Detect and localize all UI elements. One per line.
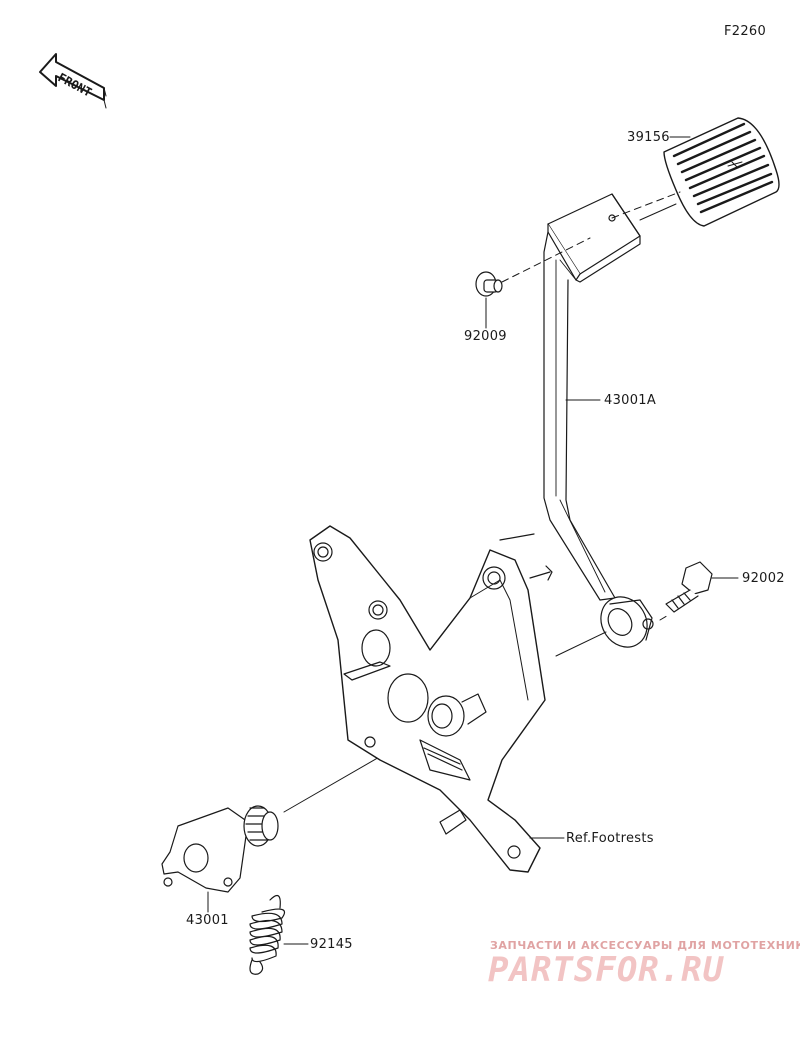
figure-code: F2260 xyxy=(724,24,767,39)
part-label-92009: 92009 xyxy=(464,329,507,344)
return-spring-92145 xyxy=(250,896,285,975)
brake-pedal-arm xyxy=(544,232,656,656)
watermark-logo: PARTSFOR.RU xyxy=(488,950,725,990)
part-label-92002: 92002 xyxy=(742,571,785,586)
part-label-92145: 92145 xyxy=(310,937,353,952)
pedal-top-block xyxy=(548,194,640,282)
label-leader-lines xyxy=(208,137,738,944)
footrest-bracket xyxy=(310,526,552,872)
part-label-43001: 43001 xyxy=(186,913,229,928)
bolt-92002 xyxy=(666,562,712,612)
part-label-39156: 39156 xyxy=(627,130,670,145)
assembly-lines xyxy=(502,192,680,620)
pedal-rubber-pad xyxy=(664,118,779,226)
front-arrow-icon: FRONT xyxy=(40,54,106,108)
part-label-43001a: 43001A xyxy=(604,393,657,408)
pedal-bracket-43001 xyxy=(162,806,278,892)
reference-note: Ref.Footrests xyxy=(566,831,654,846)
watermark-caption: ЗАПЧАСТИ И АКСЕССУАРЫ ДЛЯ МОТОТЕХНИКИ xyxy=(490,939,800,952)
washer-92009 xyxy=(476,272,502,296)
